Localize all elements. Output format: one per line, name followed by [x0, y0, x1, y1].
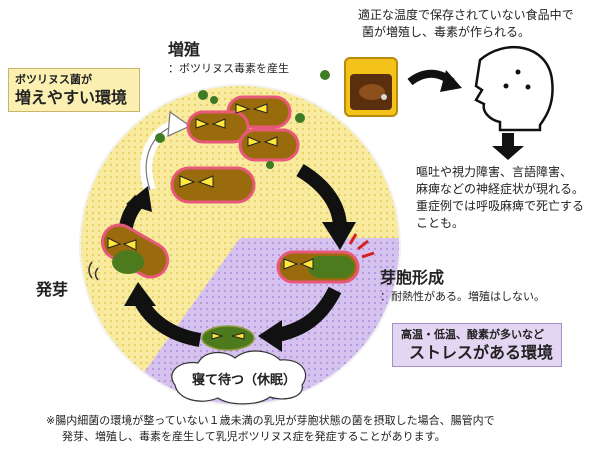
favorable-line-1: ボツリヌス菌が — [15, 73, 92, 86]
food-note-line-2: 菌が増殖し、毒素が作られる。 — [362, 25, 531, 39]
growth-note: ：ボツリヌス毒素を産生 — [168, 62, 289, 75]
food-package-icon — [344, 57, 398, 117]
dormant-spore — [201, 325, 255, 351]
symptoms-line-2: 麻痺などの神経症状が現れる。 — [416, 182, 585, 196]
cycle-arrows — [118, 110, 356, 352]
toxin-particles — [155, 70, 330, 169]
symptoms-line-3: 重症例では呼吸麻痺で死亡する — [416, 199, 585, 213]
stress-environment-box: 高温・低温、酸素が多いなど ストレスがある環境 — [392, 323, 562, 367]
dormant-cloud — [171, 350, 307, 405]
food-note-line-1: 適正な温度で保存されていない食品中で — [358, 8, 574, 22]
symptoms-line-4: ことも。 — [416, 216, 465, 230]
symptoms-line-1: 嘔吐や視力障害、言語障害、 — [416, 165, 573, 179]
favorable-line-2: 増えやすい環境 — [15, 88, 128, 107]
stress-line-2: ストレスがある環境 — [409, 343, 554, 362]
footnote-line-2: 発芽、増殖し、毒素を産生して乳児ボツリヌス症を発症することがあります。 — [62, 430, 446, 443]
germination-title: 発芽 — [36, 280, 69, 299]
germinating-bacterium — [88, 223, 170, 281]
person-icon — [474, 45, 554, 132]
growth-title: 増殖 — [168, 40, 201, 59]
stress-line-1: 高温・低温、酸素が多いなど — [401, 328, 544, 341]
favorable-environment-box: ボツリヌス菌が 増えやすい環境 — [8, 68, 140, 112]
sporulating-bacterium — [276, 233, 375, 284]
footnote-line-1: ※腸内細菌の環境が整っていない１歳未満の乳児が芽胞状態の菌を摂取した場合、腸管内… — [46, 414, 495, 427]
dormant-label: 寝て待つ（休眠） — [192, 373, 297, 388]
stress-mark — [348, 233, 375, 259]
sporulation-title: 芽胞形成 — [380, 268, 445, 287]
sporulation-note: ：耐熱性がある。増殖はしない。 — [380, 290, 545, 303]
